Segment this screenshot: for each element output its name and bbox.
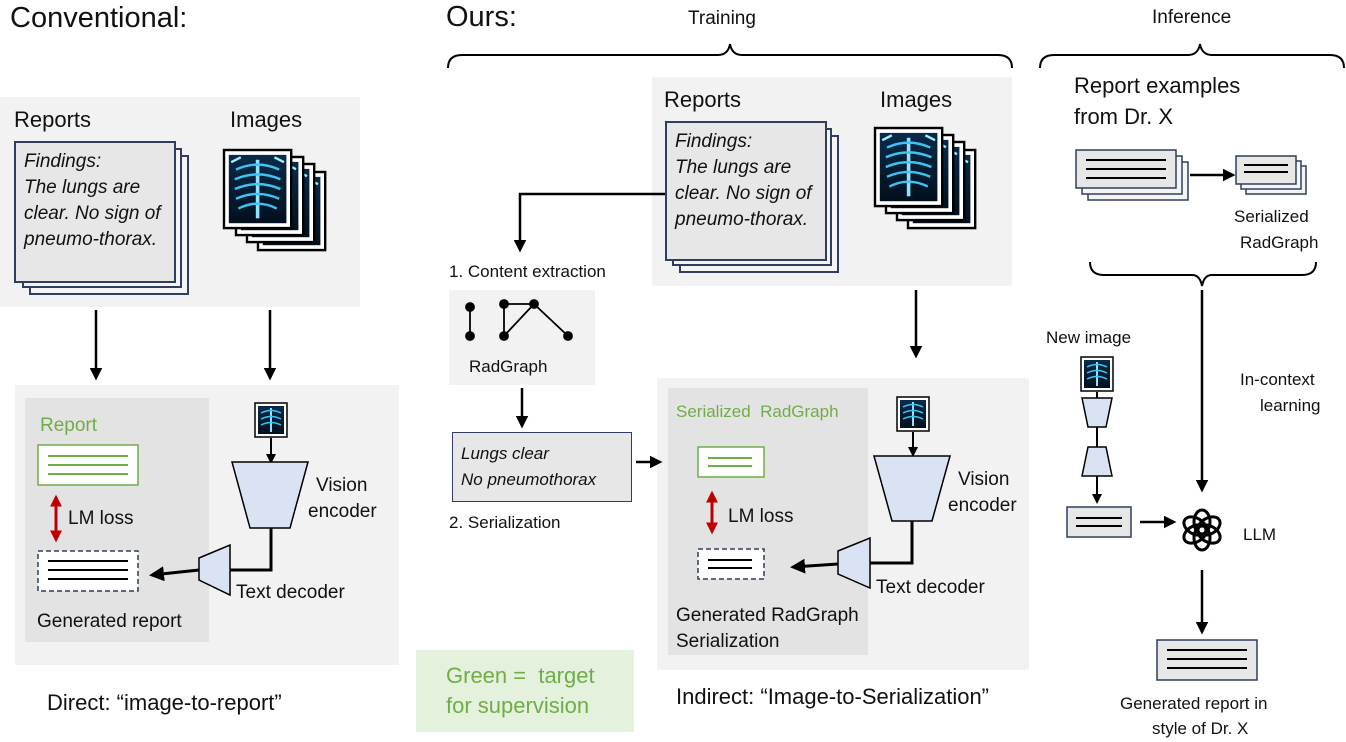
training-label: Training	[688, 8, 756, 29]
conventional-images-label: Images	[230, 107, 303, 132]
conventional-reports-label: Reports	[14, 107, 92, 132]
examples-line-2: from Dr. X	[1074, 104, 1174, 129]
report-examples-stack	[1075, 149, 1189, 201]
icl-line-1: In-context	[1240, 370, 1315, 389]
ours-encoder-label-1: Vision	[958, 469, 1010, 490]
conventional-loss-label: LM loss	[68, 508, 134, 529]
report-line: The lungs are	[675, 157, 792, 178]
conventional-encoder-label-2: encoder	[308, 501, 377, 522]
examples-line-1: Report examples	[1074, 73, 1241, 98]
inference-title: Inference	[1152, 7, 1232, 28]
report-line: pneumo-thorax.	[24, 229, 158, 250]
serialized-radgraph-line-1: Serialized	[1234, 207, 1309, 226]
report-document: Findings: The lungs are clear. No sign o…	[14, 141, 176, 283]
report-target-label: Report	[40, 415, 98, 436]
radgraph-label: RadGraph	[469, 357, 548, 376]
legend-box	[416, 650, 634, 732]
step1-label: 1. Content extraction	[449, 262, 606, 281]
examples-brace	[1089, 261, 1317, 287]
ours-title: Ours:	[446, 1, 517, 33]
ours-loss-label: LM loss	[728, 506, 794, 527]
conventional-decoder-label: Text decoder	[236, 582, 345, 603]
serialized-line: No pneumothorax	[461, 470, 597, 489]
inference-text-decoder	[1081, 446, 1113, 477]
ours-caption: Indirect: “Image-to-Serialization”	[676, 684, 990, 709]
icl-line-2: learning	[1260, 396, 1321, 415]
conventional-title: Conventional:	[10, 2, 188, 34]
training-brace	[447, 43, 1013, 69]
ours-generated-label-2: Serialization	[676, 631, 780, 652]
conventional-generated-label: Generated report	[37, 611, 182, 632]
new-image-xray	[1080, 356, 1114, 392]
ours-model-inner-panel	[668, 388, 868, 655]
llm-icon	[1182, 508, 1222, 552]
report-line: Findings:	[675, 131, 753, 152]
inference-vision-encoder	[1081, 397, 1113, 428]
ours-encoder-label-2: encoder	[948, 495, 1017, 516]
report-line: Findings:	[24, 151, 102, 172]
report-line: clear. No sign of	[675, 183, 812, 204]
serialized-line: Lungs clear	[461, 444, 549, 463]
report-line: The lungs are	[24, 177, 141, 198]
serialized-box: Lungs clear No pneumothorax	[452, 432, 632, 502]
ours-report-document: Findings: The lungs are clear. No sign o…	[665, 121, 827, 261]
llm-label: LLM	[1243, 525, 1277, 544]
conventional-encoder-label-1: Vision	[316, 475, 368, 496]
ours-decoder-label: Text decoder	[876, 577, 985, 598]
report-line: pneumo-thorax.	[675, 209, 809, 230]
step2-label: 2. Serialization	[449, 513, 561, 532]
inference-brace	[1039, 43, 1345, 69]
serialized-radgraph-line-2: RadGraph	[1240, 233, 1319, 252]
ours-generated-label-1: Generated RadGraph	[676, 605, 859, 626]
legend-line-2: for supervision	[446, 693, 590, 718]
output-line-1: Generated report in	[1120, 694, 1268, 713]
output-line-2: style of Dr. X	[1152, 719, 1249, 738]
ours-reports-label: Reports	[664, 87, 742, 112]
inference-serialization-card	[1066, 506, 1132, 538]
generated-report-output-card	[1156, 639, 1258, 681]
report-line: clear. No sign of	[24, 203, 161, 224]
serialized-radgraph-stack	[1235, 155, 1307, 195]
ours-images-label: Images	[880, 87, 953, 112]
legend-line-1: Green = target	[446, 663, 595, 688]
new-image-label: New image	[1046, 328, 1132, 347]
conventional-caption: Direct: “image-to-report”	[47, 690, 282, 715]
serialized-target-label: Serialized RadGraph	[676, 402, 839, 421]
